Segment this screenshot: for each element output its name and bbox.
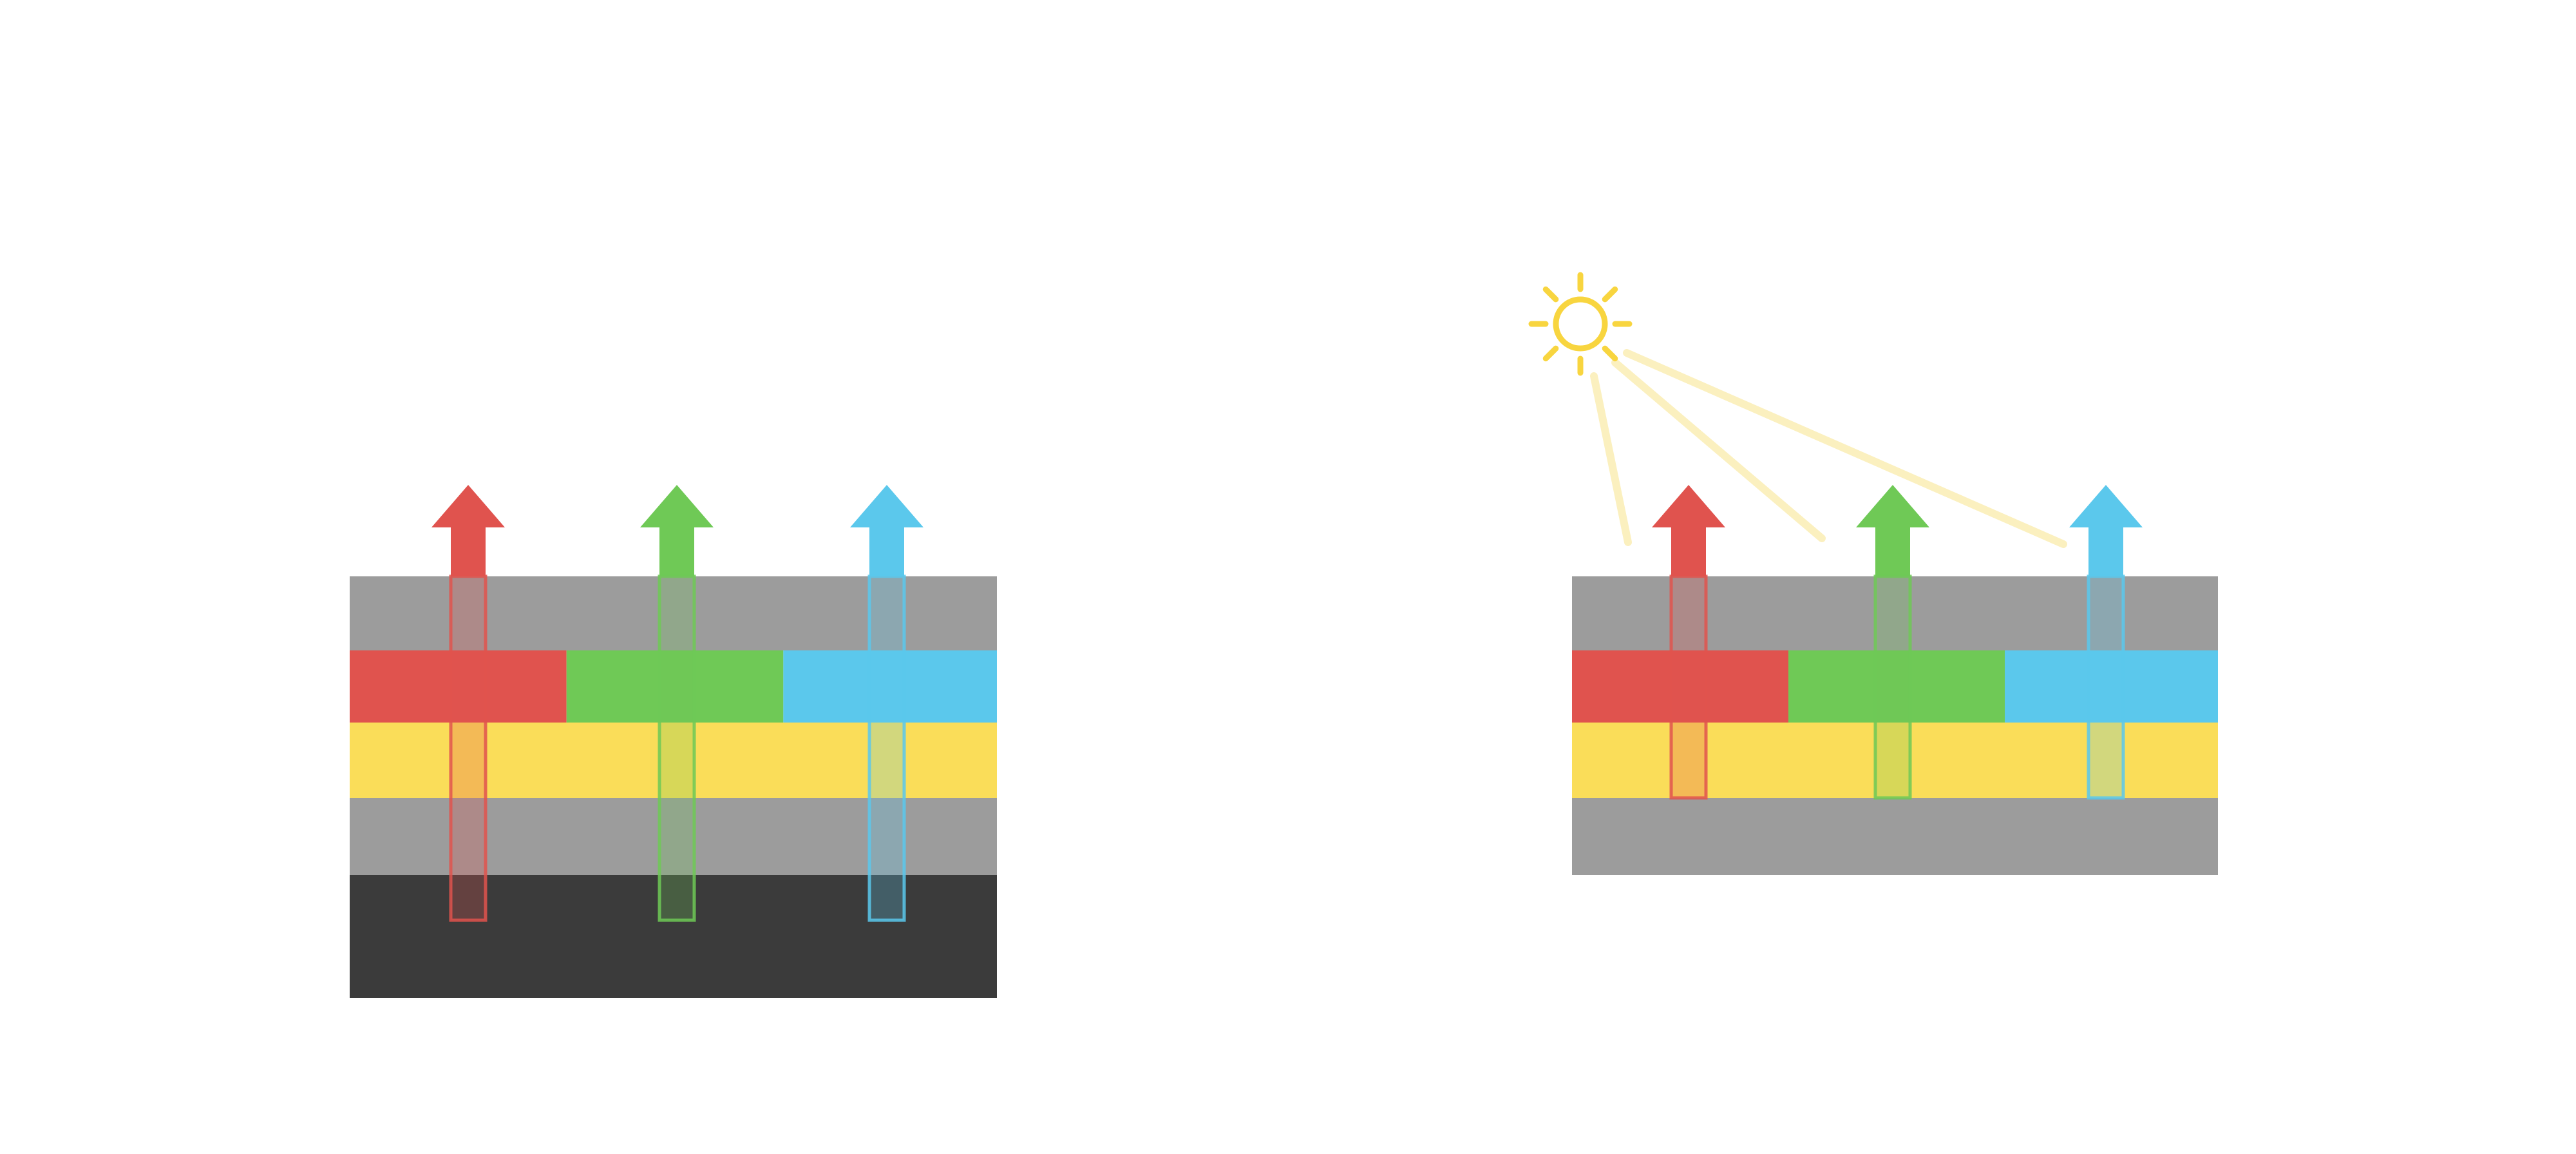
red-light-arrow-shaft-through-stack xyxy=(449,574,488,922)
green-light-arrow xyxy=(1856,485,1929,576)
green-light-arrow-shaft-through-stack xyxy=(658,574,696,922)
green-light-arrow xyxy=(640,485,714,576)
sun-ray xyxy=(1602,286,1618,303)
reflective-display-panel xyxy=(1528,272,2218,875)
cyan-light-arrow-shaft-through-stack xyxy=(867,574,906,922)
backlit-display-panel xyxy=(350,485,997,998)
green-subpixel xyxy=(566,650,784,723)
green-subpixel xyxy=(1788,650,2005,723)
cyan-light-arrow xyxy=(850,485,923,576)
sun-icon xyxy=(1528,272,1633,376)
sun-ray xyxy=(1602,345,1618,362)
top-gray-layer xyxy=(1572,576,2218,650)
bottom-gray-layer xyxy=(1572,798,2218,875)
green-light-arrow-shaft-through-stack xyxy=(1873,574,1912,800)
red-light-arrow-shaft-through-stack xyxy=(1669,574,1708,800)
bottom-gray-layer xyxy=(350,798,997,875)
red-light-arrow xyxy=(1652,485,1725,576)
sunbeam-2 xyxy=(1611,359,1826,542)
yellow-layer xyxy=(1572,723,2218,798)
sun-ray xyxy=(1542,345,1559,362)
cyan-light-arrow-shaft-through-stack xyxy=(2087,574,2125,800)
backlight-layer xyxy=(350,875,997,998)
red-subpixel xyxy=(350,650,567,723)
red-light-arrow xyxy=(431,485,505,576)
sun-ray xyxy=(1542,286,1559,303)
cyan-light-arrow xyxy=(2069,485,2143,576)
sunbeam-3 xyxy=(1623,349,2067,548)
sun-disc xyxy=(1553,296,1608,352)
red-subpixel xyxy=(1572,650,1789,723)
yellow-layer xyxy=(350,723,997,798)
cyan-subpixel xyxy=(2005,650,2218,723)
sunbeam-1 xyxy=(1590,372,1632,546)
top-gray-layer xyxy=(350,576,997,650)
cyan-subpixel xyxy=(783,650,997,723)
